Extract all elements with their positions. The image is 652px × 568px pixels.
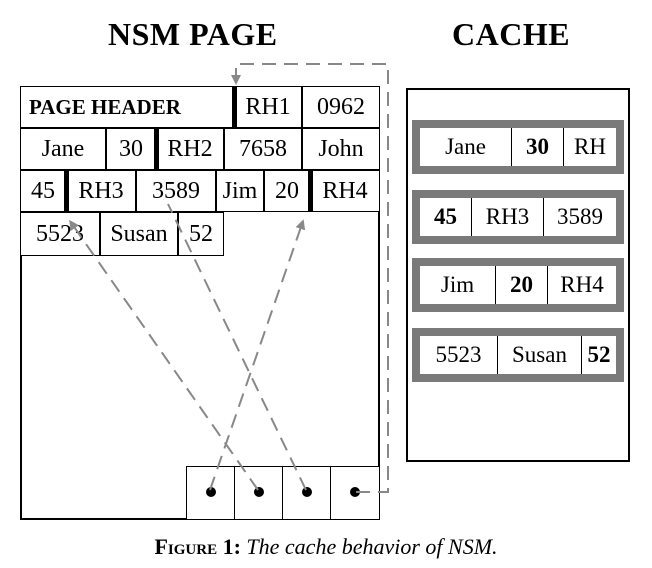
- page-cell-3589: 3589: [136, 170, 216, 212]
- slot-pointer-dot: [254, 487, 264, 497]
- cache-box: [406, 88, 630, 462]
- cache-cell: Jim: [420, 266, 496, 304]
- cache-cell: RH3: [472, 198, 544, 236]
- page-cell-rh2: RH2: [156, 128, 224, 170]
- slot-offset-2: [234, 466, 283, 520]
- cache-cell: RH4: [560, 272, 604, 297]
- slot3-pointer-arrow: [167, 203, 307, 491]
- figure-caption: Figure 1: The cache behavior of NSM.: [0, 534, 652, 560]
- page-cell-52: 52: [178, 212, 224, 256]
- page-cell-jim: Jim: [216, 170, 264, 212]
- record-boundary-marker: [308, 170, 313, 212]
- cache-cell: 30: [512, 128, 564, 166]
- slot-pointer-dot: [350, 487, 360, 497]
- slot2-pointer-arrow: [69, 219, 259, 491]
- record-boundary-marker: [232, 86, 237, 128]
- page-cell-7658: 7658: [224, 128, 302, 170]
- slot1-pointer-arrow: [209, 219, 306, 491]
- cache-cell: 45: [420, 198, 472, 236]
- figure-label: Figure 1:: [154, 534, 241, 559]
- cache-cell: 52: [587, 342, 611, 367]
- slot-pointer-dot: [206, 487, 216, 497]
- slot4-pointer-arrow: [231, 63, 389, 493]
- record-boundary-marker: [64, 170, 69, 212]
- page-cell-rh4: RH4: [310, 170, 380, 212]
- cache-line-4: 5523 Susan 52: [412, 328, 624, 382]
- cache-cell: Susan: [498, 336, 582, 374]
- cache-cell: 3589: [557, 204, 603, 229]
- cache-line-1: Jane 30 RH: [412, 120, 624, 174]
- page-cell-rh3: RH3: [66, 170, 136, 212]
- page-cell-45: 45: [20, 170, 66, 212]
- page-cell-5523: 5523: [20, 212, 100, 256]
- page-cell-rh1: RH1: [234, 86, 302, 128]
- nsm-page-title: NSM PAGE: [108, 16, 278, 52]
- cache-cell: 20: [496, 266, 548, 304]
- figure-caption-text: The cache behavior of NSM.: [246, 534, 498, 559]
- page-cell-30: 30: [106, 128, 156, 170]
- page-cell-0962: 0962: [302, 86, 380, 128]
- page-cell-john: John: [302, 128, 380, 170]
- cache-title: CACHE: [452, 16, 571, 52]
- page-cell-susan: Susan: [100, 212, 178, 256]
- page-cell-20: 20: [264, 170, 310, 212]
- record-boundary-marker: [154, 128, 159, 170]
- cache-cell: Jane: [420, 128, 512, 166]
- slot-offset-4: [330, 466, 380, 520]
- slot-offset-1: [186, 466, 235, 520]
- cache-cell: 5523: [420, 336, 498, 374]
- slot-pointer-dot: [302, 487, 312, 497]
- page-cell-jane: Jane: [20, 128, 106, 170]
- cache-cell: RH: [574, 134, 606, 159]
- cache-line-3: Jim 20 RH4: [412, 258, 624, 312]
- cache-line-2: 45 RH3 3589: [412, 190, 624, 244]
- page-header-cell: PAGE HEADER: [20, 86, 234, 128]
